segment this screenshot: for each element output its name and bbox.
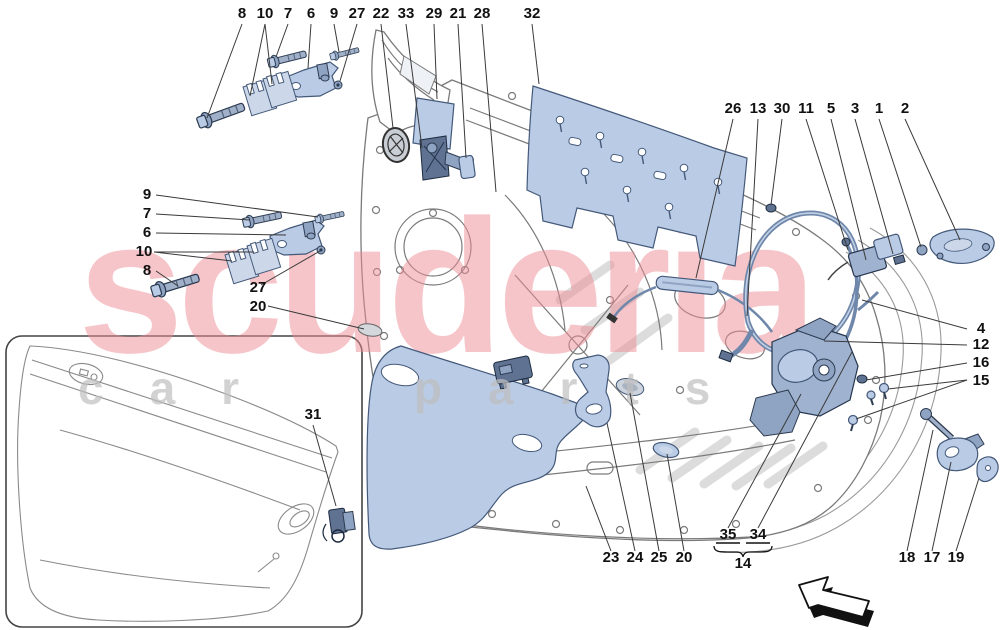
callout-18: 18 [899,549,916,566]
callout-16: 16 [973,354,990,371]
callout-left-20: 20 [250,298,267,315]
callout-35: 35 [720,526,737,543]
callout-left-7: 7 [143,205,151,222]
callout-22: 22 [373,5,390,22]
callout-7: 7 [284,5,292,22]
bracket-slot [579,363,589,369]
door-lock-31 [322,507,356,543]
callout-11: 11 [798,100,814,117]
callout-32: 32 [524,5,541,22]
callout-2: 2 [901,100,909,117]
group-brace-14 [713,542,773,558]
speaker-grommet [381,127,411,163]
watermark-sub: car parts [78,362,756,414]
callout-4: 4 [977,320,986,337]
callouts: 8 10 7 6 9 27 22 33 29 21 28 32 26 13 30… [136,5,990,572]
callout-left-9: 9 [143,186,151,203]
callout-25: 25 [651,549,668,566]
callout-12: 12 [973,336,990,353]
callout-21: 21 [450,5,467,22]
door-outer-view [17,345,339,622]
latch-screws [847,382,890,432]
lock-switch [493,355,533,390]
hinge-bolt [266,47,309,70]
callout-left-6: 6 [143,224,151,241]
callout-26: 26 [725,100,742,117]
callout-19: 19 [948,549,965,566]
sound-deadening-panel [526,85,748,267]
callout-1: 1 [875,100,883,117]
callout-23: 23 [603,549,620,566]
callout-27: 27 [349,5,366,22]
door-pull-recess [277,503,315,535]
callout-28: 28 [474,5,491,22]
interior-handle-rod [606,275,774,333]
callout-3: 3 [851,100,859,117]
callout-14: 14 [735,555,752,572]
hinge-bolt [194,98,248,132]
grommet-plugs [357,203,777,459]
callout-30: 30 [774,100,791,117]
leader-lines [153,23,980,552]
upper-hinge [283,61,339,98]
callout-6: 6 [307,5,315,22]
water-shield-panel [366,345,591,550]
callout-9: 9 [330,5,338,22]
hinge-bolt [328,44,361,62]
striker-assembly [920,408,999,483]
callout-29: 29 [426,5,443,22]
lock-remote-module [847,233,906,278]
callout-5: 5 [827,100,835,117]
door-latch-assembly [749,317,890,437]
callout-20: 20 [676,549,693,566]
callout-left-10: 10 [136,243,153,260]
callout-13: 13 [750,100,767,117]
callout-left-27: 27 [250,279,267,296]
callout-15: 15 [973,372,990,389]
callout-left-8: 8 [143,262,151,279]
callout-17: 17 [924,549,941,566]
exterior-handle-base [929,228,995,264]
bracket-hole [585,403,603,415]
callout-33: 33 [398,5,415,22]
callout-10: 10 [257,5,274,22]
callout-31: 31 [305,406,322,423]
callout-8: 8 [238,5,246,22]
direction-arrow [798,576,874,627]
callout-24: 24 [627,549,644,566]
mid-hinge [269,219,325,256]
callout-34: 34 [750,526,767,543]
key-cylinder [916,244,928,256]
plug-16 [856,374,868,384]
door-check-strap [419,135,476,181]
